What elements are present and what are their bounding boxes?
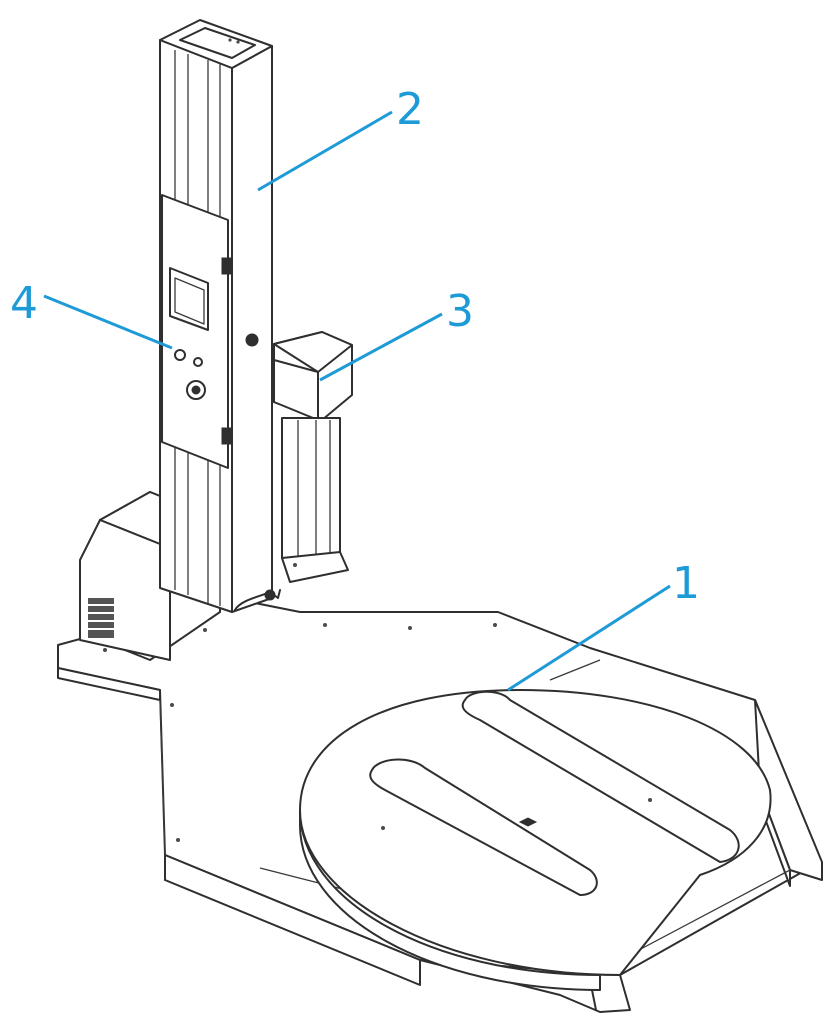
turntable <box>299 689 772 991</box>
callout-4-leader <box>43 294 173 350</box>
film-carriage <box>273 331 353 583</box>
callout-3-leader <box>319 312 443 382</box>
callout-1: 1 <box>507 558 700 692</box>
callout-2: 2 <box>257 84 424 192</box>
callout-4: 4 <box>10 278 173 350</box>
mast-column <box>159 19 281 613</box>
callout-2-leader <box>257 110 393 192</box>
callout-3: 3 <box>319 286 474 382</box>
callout-4-label: 4 <box>10 278 38 329</box>
callout-1-leader <box>507 584 671 692</box>
callout-1-label: 1 <box>672 558 700 609</box>
callout-2-label: 2 <box>396 84 424 135</box>
vent-grille <box>88 598 114 638</box>
callout-3-label: 3 <box>446 286 474 337</box>
